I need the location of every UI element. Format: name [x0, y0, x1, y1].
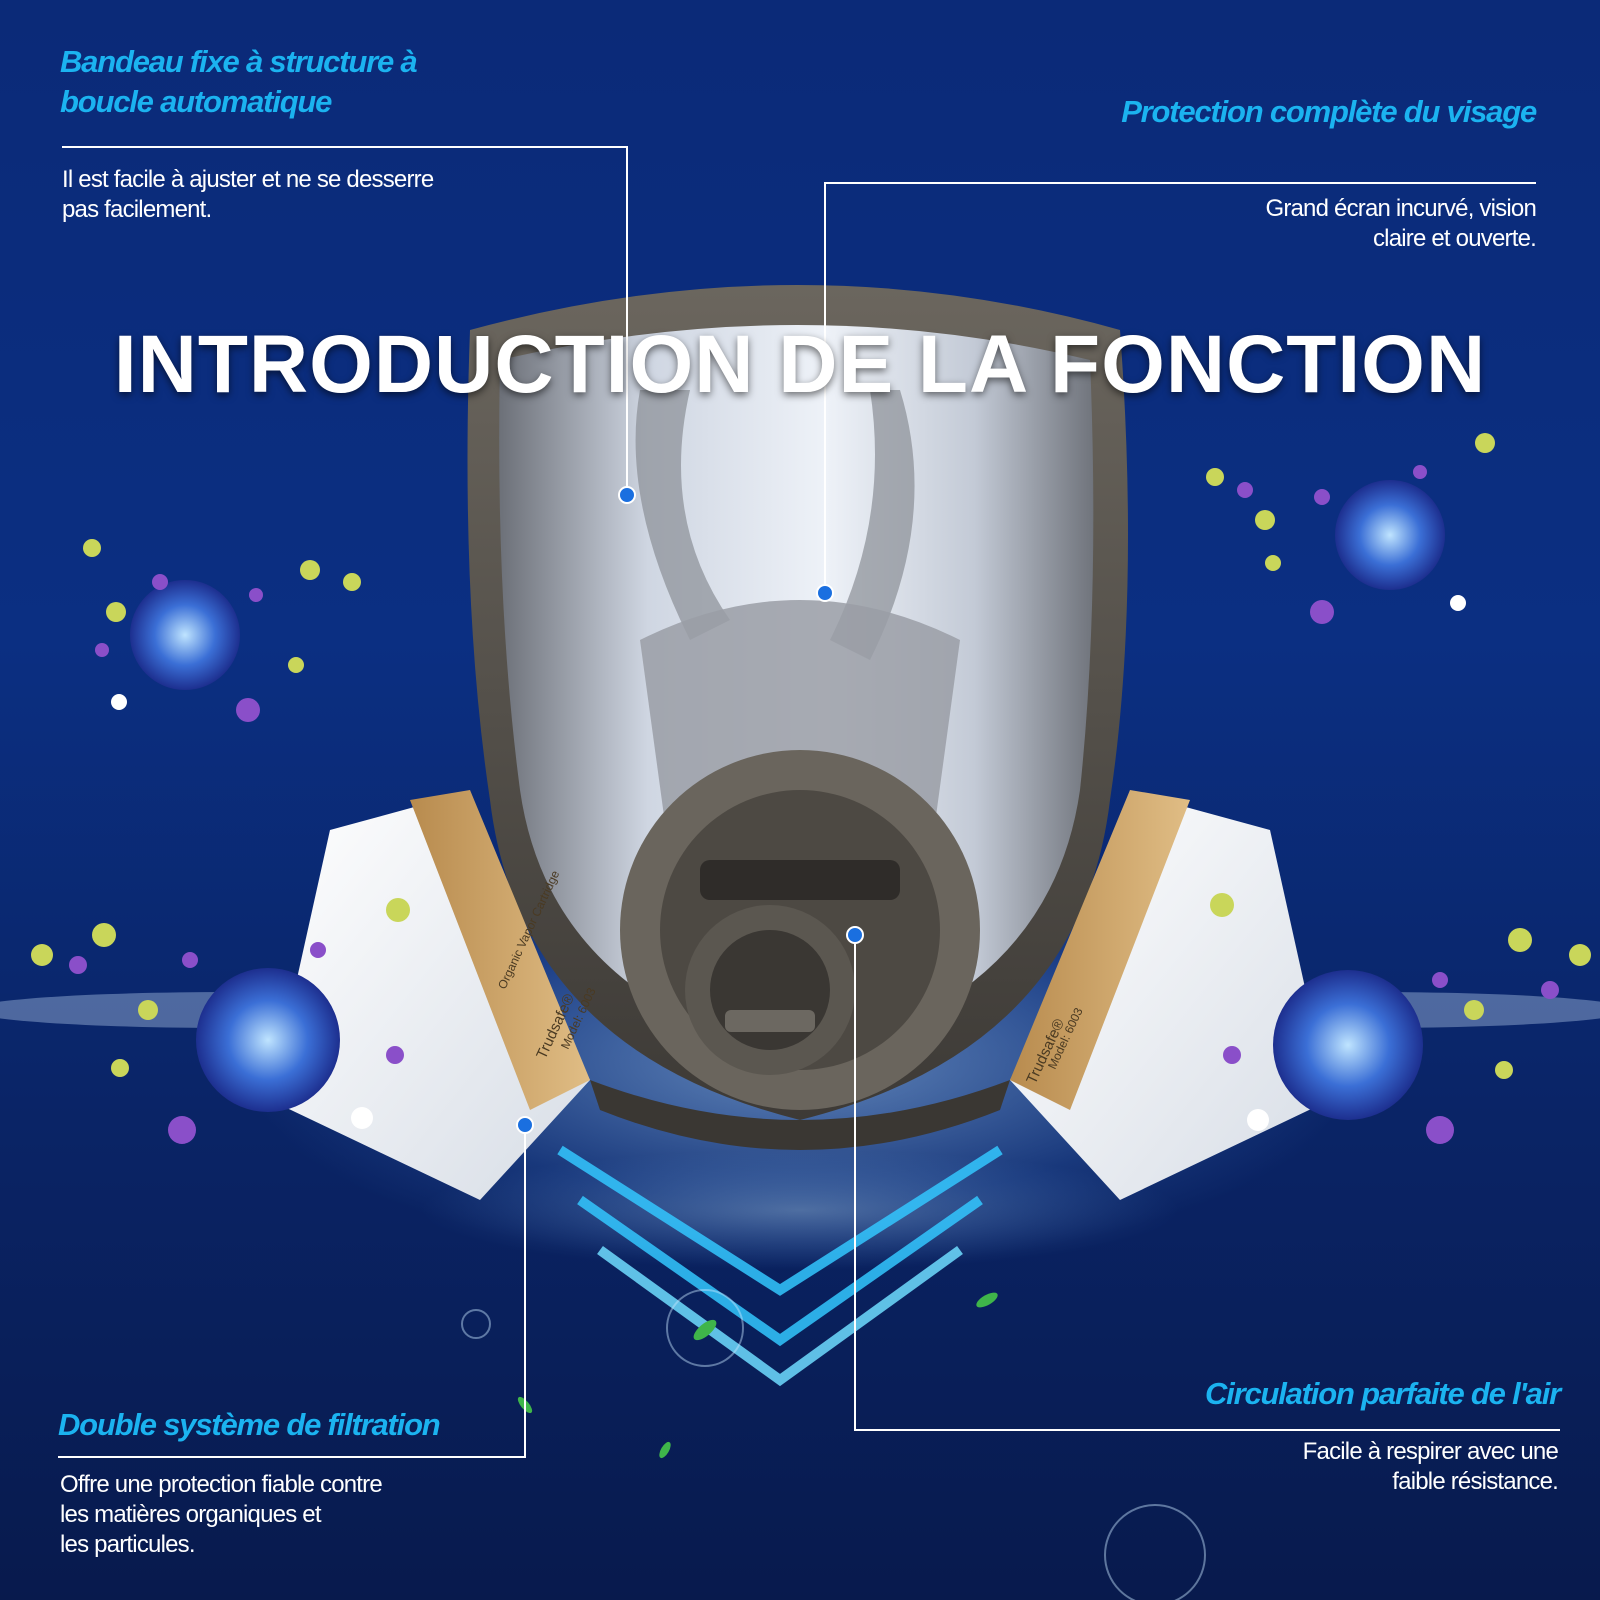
- leaves: [517, 1292, 998, 1459]
- feature-filtration-desc-line1: Offre une protection fiable contre: [60, 1471, 383, 1498]
- page-title: INTRODUCTION DE LA FONCTION: [113, 319, 1487, 410]
- feature-face-protection-desc: Grand écran incurvé, vision claire et ou…: [1130, 194, 1536, 254]
- feature-filtration-desc-line2: les matières organiques et: [60, 1501, 321, 1528]
- feature-headband-desc-line2: pas facilement.: [62, 196, 212, 223]
- feature-filtration-desc-line3: les particules.: [60, 1531, 196, 1558]
- callout-lines: [58, 146, 1560, 1458]
- feature-face-protection-desc-line1: Grand écran incurvé, vision: [1265, 195, 1536, 222]
- feature-face-protection-desc-line2: claire et ouverte.: [1372, 225, 1537, 252]
- left-cartridge: [270, 790, 590, 1200]
- feature-airflow-desc-line2: faible résistance.: [1392, 1468, 1559, 1495]
- feature-headband-title-line2: boucle automatique: [60, 84, 332, 119]
- feature-face-protection-title: Protection complète du visage: [1121, 94, 1537, 129]
- right-cartridge: [1010, 790, 1330, 1200]
- feature-filtration-title: Double système de filtration: [58, 1407, 441, 1442]
- bubbles: [461, 1289, 1206, 1600]
- feature-airflow-desc-line1: Facile à respirer avec une: [1302, 1438, 1559, 1465]
- virus-particles: [31, 433, 1591, 1144]
- feature-headband-desc: Il est facile à ajuster et ne se desserr…: [62, 165, 542, 225]
- feature-headband-title: Bandeau fixe à structure à boucle automa…: [60, 42, 580, 122]
- feature-headband-desc-line1: Il est facile à ajuster et ne se desserr…: [62, 166, 434, 193]
- feature-filtration-desc: Offre une protection fiable contre les m…: [60, 1470, 540, 1560]
- feature-headband-title-line1: Bandeau fixe à structure à: [60, 44, 418, 79]
- callout-dots: [516, 486, 864, 1134]
- feature-airflow-title: Circulation parfaite de l'air: [1204, 1376, 1561, 1411]
- feature-airflow-desc: Facile à respirer avec une faible résist…: [1160, 1437, 1559, 1497]
